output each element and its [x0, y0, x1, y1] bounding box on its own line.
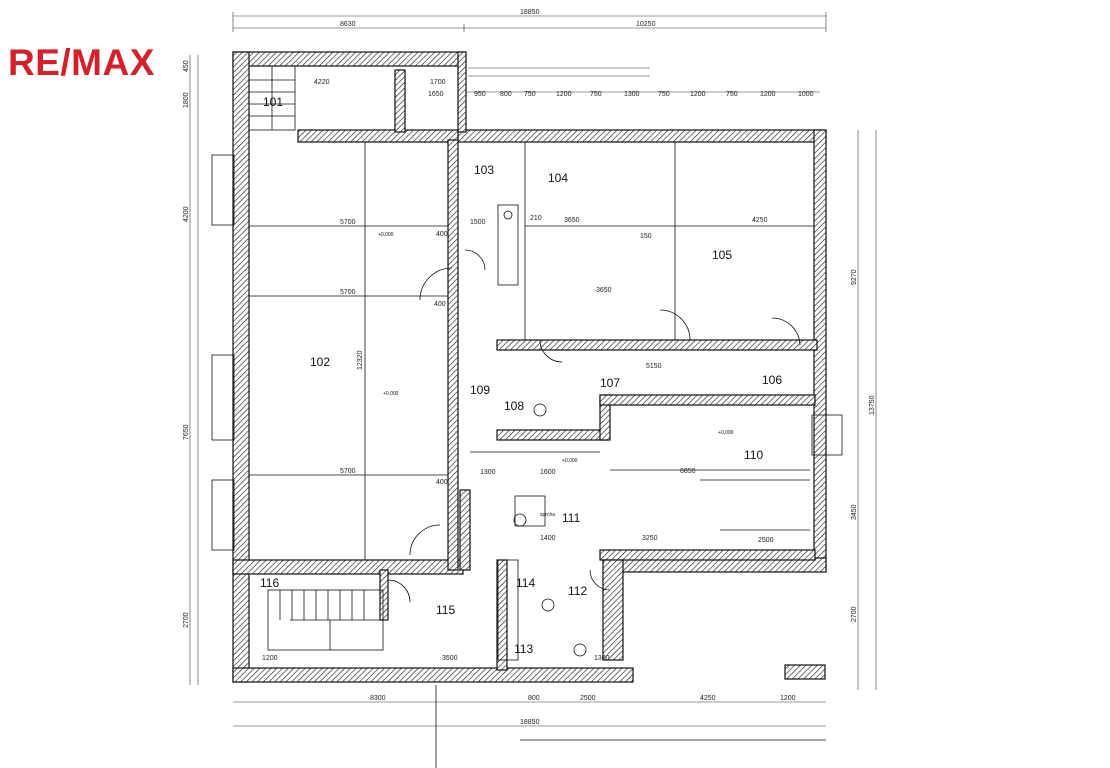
level-tag-d: +0,000 — [562, 458, 578, 464]
dim-4220: 4220 — [314, 79, 330, 86]
room-numbers: 101 102 103 104 105 106 107 108 109 110 … — [260, 95, 782, 656]
dim-seq-11: 1000 — [798, 91, 814, 98]
dim-seq-1: 950 — [474, 91, 486, 98]
dim-left-2700: 2700 — [183, 612, 190, 628]
dim-bottom-8300: 8300 — [370, 695, 386, 702]
stair-101 — [248, 65, 296, 131]
room-108: 108 — [504, 399, 524, 413]
dim-right-9270: 9270 — [851, 269, 858, 285]
room-112: 112 — [568, 584, 587, 598]
dim-2500: 2500 — [758, 537, 774, 544]
dim-bottom-total: 18850 — [520, 719, 540, 726]
dim-right-2700: 2700 — [851, 606, 858, 622]
room-110: 110 — [744, 448, 763, 462]
left-windows — [211, 154, 843, 551]
dim-1400: 1400 — [540, 535, 556, 542]
dim-seq-4: 1200 — [556, 91, 572, 98]
dim-left-4200: 4200 — [183, 206, 190, 222]
dim-bottom-sub-2: 3500 — [442, 655, 458, 662]
room-111: 111 — [562, 511, 581, 525]
room-102: 102 — [310, 355, 330, 369]
dim-bottom-2500: 2500 — [580, 695, 596, 702]
right-dimensions: 9270 13750 3450 2700 — [851, 130, 877, 690]
door-swings — [387, 249, 801, 603]
dim-right-3450: 3450 — [851, 504, 858, 520]
dim-top-total: 18850 — [520, 9, 540, 16]
dim-1500: 1500 — [470, 219, 486, 226]
dim-400-a: 400 — [436, 231, 448, 238]
dim-3650-b: 3650 — [596, 287, 612, 294]
dim-bottom-800: 800 — [528, 695, 540, 702]
level-tag-a: +0,000 — [378, 232, 394, 238]
dim-5150: 5150 — [646, 363, 662, 370]
dim-1650: 1650 — [428, 91, 444, 98]
dim-1600: 1600 — [540, 469, 556, 476]
dim-bottom-sub-1: 1200 — [262, 655, 278, 662]
dim-5700-c: 5700 — [340, 468, 356, 475]
dim-top-right: 10250 — [636, 21, 656, 28]
dim-3650: 3650 — [564, 217, 580, 224]
dim-right-13750: 13750 — [869, 395, 876, 415]
dim-seq-2: 800 — [500, 91, 512, 98]
dim-4250: 4250 — [752, 217, 768, 224]
interior-dimensions: 5700 5700 5700 400 400 400 1500 3650 365… — [340, 215, 774, 544]
dim-400-c: 400 — [436, 479, 448, 486]
dim-left-7650: 7650 — [183, 424, 190, 440]
dim-seq-5: 750 — [590, 91, 602, 98]
fixtures — [497, 204, 587, 661]
interior-walls — [379, 139, 818, 671]
room-114: 114 — [516, 576, 535, 590]
dim-top-left: 8630 — [340, 21, 356, 28]
dim-6850: 6850 — [680, 468, 696, 475]
bottom-dimensions: 8300 800 2500 4250 1200 18850 1200 3500 … — [233, 655, 826, 768]
dim-seq-8: 1200 — [690, 91, 706, 98]
dim-5700-b: 5700 — [340, 289, 356, 296]
room-107: 107 — [600, 376, 620, 390]
level-tag-b: +0,000 — [383, 391, 399, 397]
left-dimensions: 450 1800 4200 7650 2700 — [183, 55, 199, 685]
level-tag-c: +0,000 — [718, 430, 734, 436]
dim-seq-9: 750 — [726, 91, 738, 98]
dim-400-b: 400 — [434, 301, 446, 308]
dim-seq-10: 1200 — [760, 91, 776, 98]
room-105: 105 — [712, 248, 732, 262]
dim-5700-a: 5700 — [340, 219, 356, 226]
dim-seq-3: 750 — [524, 91, 536, 98]
room-104: 104 — [548, 171, 568, 185]
dim-bottom-sub-3: 1300 — [594, 655, 610, 662]
dim-left-450: 450 — [183, 60, 190, 72]
room-grid — [249, 142, 814, 560]
room-106: 106 — [762, 373, 782, 387]
dim-1700: 1700 — [430, 79, 446, 86]
room-103: 103 — [474, 163, 494, 177]
room-109: 109 — [470, 383, 490, 397]
dim-150: 150 — [640, 233, 652, 240]
room-113: 113 — [514, 642, 533, 656]
label-sprcha: sprcha — [540, 512, 555, 518]
dim-seq-7: 750 — [658, 91, 670, 98]
top-dimensions: 18850 8630 10250 4220 1700 1650 950 800 … — [232, 9, 827, 98]
remax-logo: RE/MAX — [8, 42, 155, 83]
room-101: 101 — [263, 95, 283, 109]
outer-walls — [232, 51, 827, 683]
dim-seq-6: 1300 — [624, 91, 640, 98]
dim-3250: 3250 — [642, 535, 658, 542]
dim-1300: 1300 — [480, 469, 496, 476]
room-115: 115 — [436, 603, 455, 617]
dim-12320: 12320 — [357, 350, 364, 370]
dim-bottom-1200: 1200 — [780, 695, 796, 702]
dim-210: 210 — [530, 215, 542, 222]
dim-bottom-4250: 4250 — [700, 695, 716, 702]
room-116: 116 — [260, 576, 279, 590]
dim-left-1800: 1800 — [183, 92, 190, 108]
stair-116 — [267, 589, 384, 651]
